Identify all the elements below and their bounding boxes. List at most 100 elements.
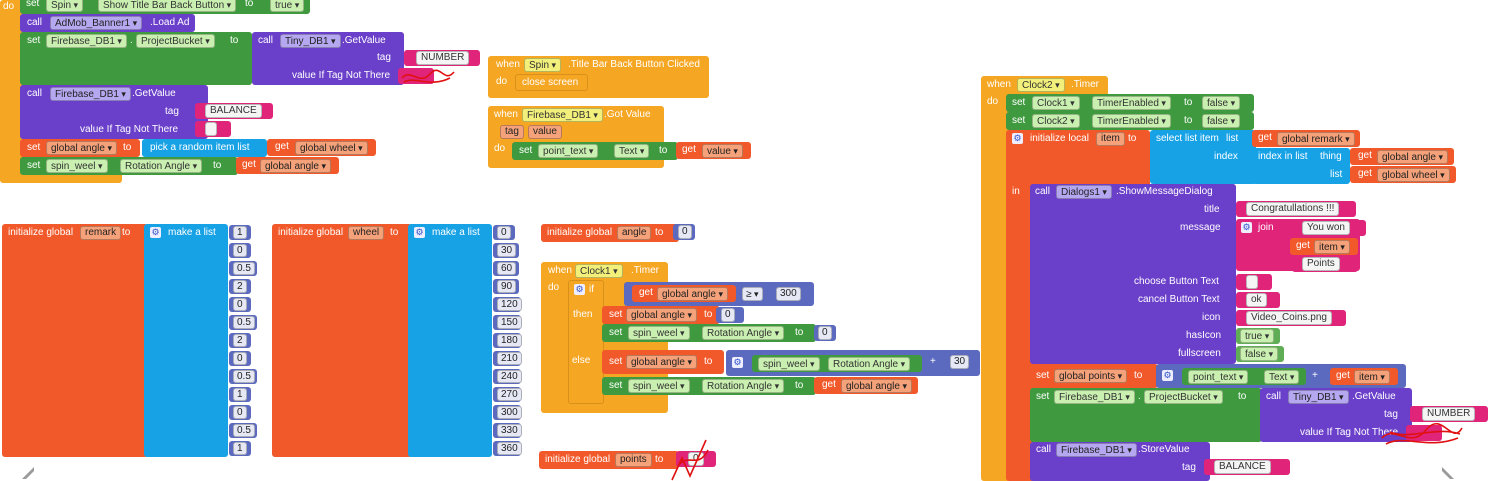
value-dropdown[interactable]: value [702, 144, 743, 158]
set-spin-weel-rotation-angle-block[interactable]: set spin_weel Rotation Angle to [602, 377, 816, 395]
wheel-item-4[interactable]: 120 [493, 297, 522, 312]
wheel-item-7[interactable]: 210 [493, 351, 522, 366]
balance-text-value-2[interactable]: BALANCE [1214, 460, 1271, 474]
rotation-angle-dropdown[interactable]: Rotation Angle [702, 379, 785, 393]
point-text-dropdown[interactable]: point_text [538, 144, 599, 158]
wheel-item-value[interactable]: 330 [497, 424, 522, 437]
global-angle-dropdown[interactable]: global angle [626, 308, 697, 322]
spin-weel-dropdown[interactable]: spin_weel [628, 326, 690, 340]
rotation-angle-dropdown[interactable]: Rotation Angle [120, 159, 203, 173]
get-global-angle-block-3[interactable]: get global angle [1350, 148, 1454, 165]
get-item-block[interactable]: get item [1290, 238, 1358, 255]
index-in-list-block[interactable]: index in list thing list [1252, 148, 1350, 184]
wheel-item-3[interactable]: 90 [493, 279, 519, 294]
false-dropdown[interactable]: false [1202, 96, 1241, 110]
balance-text-block[interactable]: BALANCE [195, 103, 273, 119]
mutator-gear-icon[interactable]: ⚙ [1241, 222, 1252, 233]
title-text-block[interactable]: Congratullations !!! [1236, 201, 1356, 217]
number-text-value[interactable]: NUMBER [416, 51, 470, 65]
remark-item-value[interactable]: 0.5 [233, 262, 255, 275]
remark-item-2[interactable]: 0.5 [229, 261, 257, 276]
dialogs-component-dropdown[interactable]: Dialogs1 [1056, 185, 1112, 199]
has-icon-logic-block[interactable]: true [1236, 328, 1280, 344]
zero-number-value[interactable]: 0 [721, 308, 735, 322]
wheel-item-value[interactable]: 300 [497, 406, 522, 419]
you-won-text-block[interactable]: You won [1292, 220, 1366, 236]
wheel-item-value[interactable]: 30 [497, 244, 517, 257]
global-angle-dropdown[interactable]: global angle [46, 141, 117, 155]
angle-number-value[interactable]: 0 [678, 225, 692, 239]
global-remark-dropdown[interactable]: global remark [1277, 132, 1355, 146]
set-spin-title-bar-block[interactable]: set Spin Show Title Bar Back Button to t… [20, 0, 310, 14]
select-list-item-block[interactable]: select list item list index [1150, 130, 1256, 184]
points-label-text-value[interactable]: Points [1302, 257, 1340, 271]
global-angle-dropdown[interactable]: global angle [841, 379, 912, 393]
global-angle-dropdown[interactable]: global angle [657, 287, 728, 301]
angle-name-field[interactable]: angle [617, 226, 652, 240]
init-global-wheel-block[interactable]: initialize global wheel to [272, 224, 412, 457]
project-bucket-dropdown[interactable]: ProjectBucket [1144, 390, 1223, 404]
clock1-dropdown[interactable]: Clock1 [1032, 96, 1080, 110]
firebase-component-dropdown[interactable]: Firebase_DB1 [46, 34, 127, 48]
remark-item-value[interactable]: 2 [233, 280, 247, 293]
remark-item-12[interactable]: 1 [229, 441, 251, 456]
spin-weel-dropdown[interactable]: spin_weel [758, 357, 820, 371]
get-global-angle-block[interactable]: get global angle [236, 157, 339, 174]
remark-item-value[interactable]: 0 [233, 406, 247, 419]
wheel-item-value[interactable]: 240 [497, 370, 522, 383]
remark-item-value[interactable]: 0.5 [233, 424, 255, 437]
item-name-field[interactable]: item [1096, 132, 1125, 146]
get-global-angle-block[interactable]: get global angle [632, 285, 736, 302]
set-firebase-project-bucket-block[interactable]: set Firebase_DB1 . ProjectBucket to [20, 32, 252, 85]
set-global-points-block[interactable]: set global points to [1030, 364, 1158, 388]
if-then-else-block[interactable]: ⚙ if then else [568, 280, 604, 404]
balance-text-block-2[interactable]: BALANCE [1204, 459, 1290, 475]
remark-item-value[interactable]: 2 [233, 334, 247, 347]
rotation-angle-dropdown[interactable]: Rotation Angle [702, 326, 785, 340]
balance-text-value[interactable]: BALANCE [205, 104, 262, 118]
tinydb-component-dropdown[interactable]: Tiny_DB1 [1288, 390, 1349, 404]
true-dropdown[interactable]: true [270, 0, 305, 12]
remark-item-value[interactable]: 0.5 [233, 316, 255, 329]
global-wheel-dropdown[interactable]: global wheel [1377, 168, 1450, 182]
get-global-remark-block[interactable]: get global remark [1252, 130, 1360, 147]
call-tinydb-getvalue-block[interactable]: call Tiny_DB1 .GetValue tag value If Tag… [252, 32, 404, 85]
set-clock2-timer-enabled-block[interactable]: set Clock2 TimerEnabled to false [1006, 112, 1254, 130]
init-global-angle-block[interactable]: initialize global angle to [541, 224, 679, 242]
points-label-text-block[interactable]: Points [1292, 256, 1358, 272]
remark-name-field[interactable]: remark [80, 226, 122, 240]
zero-number-block[interactable]: 0 [716, 307, 744, 323]
thirty-number-value[interactable]: 30 [950, 355, 970, 369]
call-admob-load-ad-block[interactable]: call AdMob_Banner1 .Load Ad [20, 14, 195, 32]
global-angle-dropdown[interactable]: global angle [1377, 150, 1448, 164]
wheel-item-value[interactable]: 60 [497, 262, 517, 275]
you-won-text-value[interactable]: You won [1302, 221, 1350, 235]
wheel-item-value[interactable]: 210 [497, 352, 522, 365]
compare-number[interactable]: 300 [776, 287, 801, 301]
wheel-name-field[interactable]: wheel [348, 226, 385, 240]
default-text-block[interactable] [398, 68, 434, 84]
tinydb-component-dropdown[interactable]: Tiny_DB1 [280, 34, 341, 48]
point-text-dropdown[interactable]: point_text [1188, 370, 1249, 384]
item-dropdown[interactable]: item [1354, 370, 1390, 384]
cancel-text-value[interactable]: ok [1246, 293, 1267, 307]
init-global-points-block[interactable]: initialize global points to [539, 451, 679, 469]
mutator-gear-icon[interactable]: ⚙ [1162, 370, 1173, 381]
wheel-item-11[interactable]: 330 [493, 423, 522, 438]
remark-item-value[interactable]: 1 [233, 388, 247, 401]
global-wheel-dropdown[interactable]: global wheel [295, 141, 368, 155]
mutator-gear-icon[interactable]: ⚙ [732, 357, 743, 368]
clock2-dropdown[interactable]: Clock2 [1032, 114, 1080, 128]
remark-item-8[interactable]: 0.5 [229, 369, 257, 384]
remark-item-6[interactable]: 2 [229, 333, 251, 348]
points-name-field[interactable]: points [615, 453, 652, 467]
firebase-component-dropdown[interactable]: Firebase_DB1 [1054, 390, 1135, 404]
mutator-gear-icon[interactable]: ⚙ [414, 227, 425, 238]
wheel-item-9[interactable]: 270 [493, 387, 522, 402]
wheel-item-value[interactable]: 360 [497, 442, 522, 455]
item-dropdown[interactable]: item [1314, 240, 1350, 254]
remark-item-1[interactable]: 0 [229, 243, 251, 258]
icon-text-value[interactable]: Video_Coins.png [1246, 311, 1332, 325]
remark-item-5[interactable]: 0.5 [229, 315, 257, 330]
remark-item-3[interactable]: 2 [229, 279, 251, 294]
